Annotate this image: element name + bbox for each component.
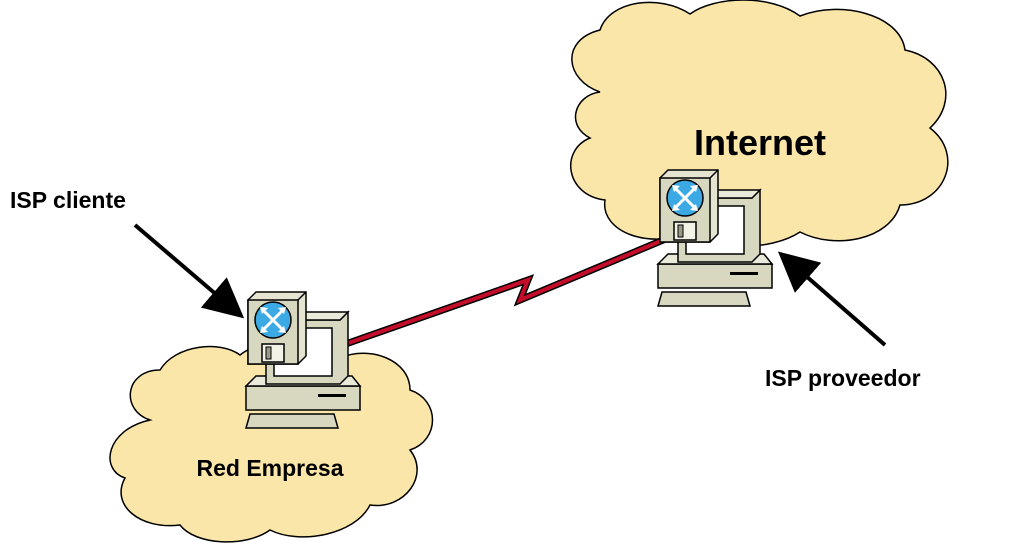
isp-proveedor-label: ISP proveedor: [765, 365, 921, 391]
isp-cliente-label: ISP cliente: [10, 187, 126, 213]
internet-label: Internet: [694, 122, 826, 163]
wan-link: [338, 234, 670, 350]
isp-proveedor-arrow: [777, 251, 887, 347]
router-empresa-icon[interactable]: [244, 290, 362, 430]
red-empresa-label: Red Empresa: [196, 455, 343, 481]
router-internet-icon[interactable]: [656, 168, 774, 308]
isp-cliente-arrow: [133, 223, 245, 319]
